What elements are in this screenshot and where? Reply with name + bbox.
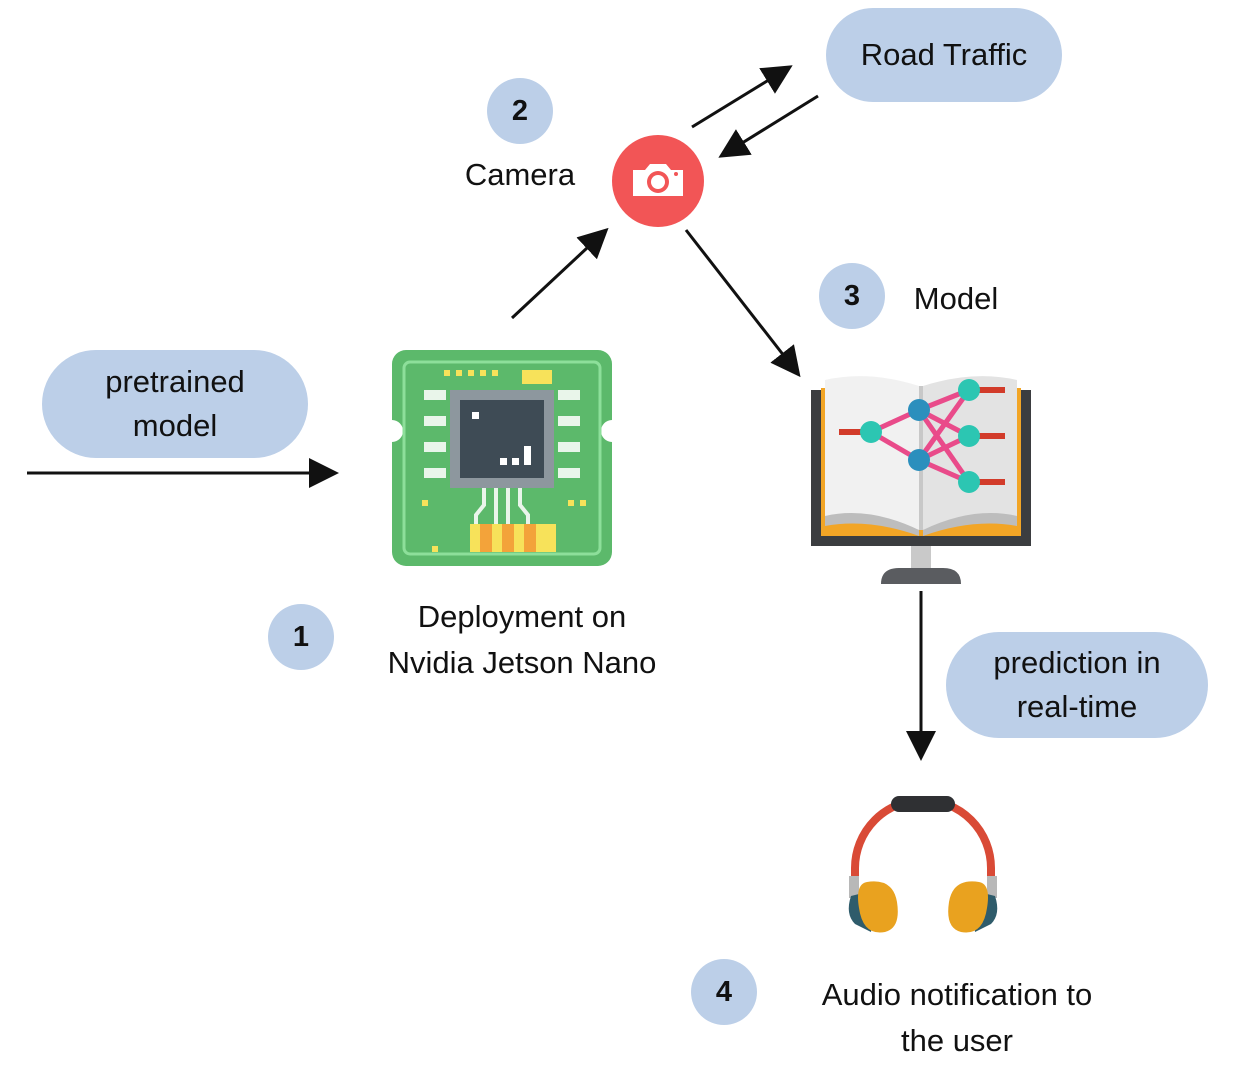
road-traffic-label: Road Traffic [860, 37, 1028, 72]
prediction-pill: prediction in real-time [946, 632, 1208, 738]
camera-icon [611, 134, 705, 228]
step-4-line2: the user [900, 1023, 1013, 1058]
neural-network-monitor-icon [809, 366, 1033, 586]
pretrained-pill-line1: pretrained [105, 364, 245, 399]
arrow-camera-to-model [684, 229, 801, 378]
step-2-label: Camera [464, 157, 576, 192]
pretrained-pill-line2: model [132, 408, 218, 443]
prediction-pill-line2: real-time [1016, 689, 1138, 724]
step-4-badge: 4 [691, 959, 757, 1025]
step-1-line1: Deployment on [417, 599, 627, 634]
headphones-icon [845, 790, 1001, 938]
circuit-board-icon [392, 350, 612, 566]
arrow-board-to-camera [510, 227, 609, 320]
step-4-label: Audio notification to the user [776, 972, 1138, 1064]
step-2-badge: 2 [487, 78, 553, 144]
step-4-line1: Audio notification to [821, 977, 1093, 1012]
step-3-badge: 3 [819, 263, 885, 329]
step-3-label: Model [913, 281, 999, 316]
pretrained-model-pill: pretrained model [42, 350, 308, 458]
step-1-line2: Nvidia Jetson Nano [387, 645, 657, 680]
step-1-label: Deployment on Nvidia Jetson Nano [352, 594, 692, 686]
prediction-pill-line1: prediction in [993, 645, 1161, 680]
arrow-camera-to-traffic [691, 65, 793, 129]
step-1-badge: 1 [268, 604, 334, 670]
road-traffic-pill: Road Traffic [826, 8, 1062, 102]
arrow-traffic-to-camera [718, 94, 819, 158]
